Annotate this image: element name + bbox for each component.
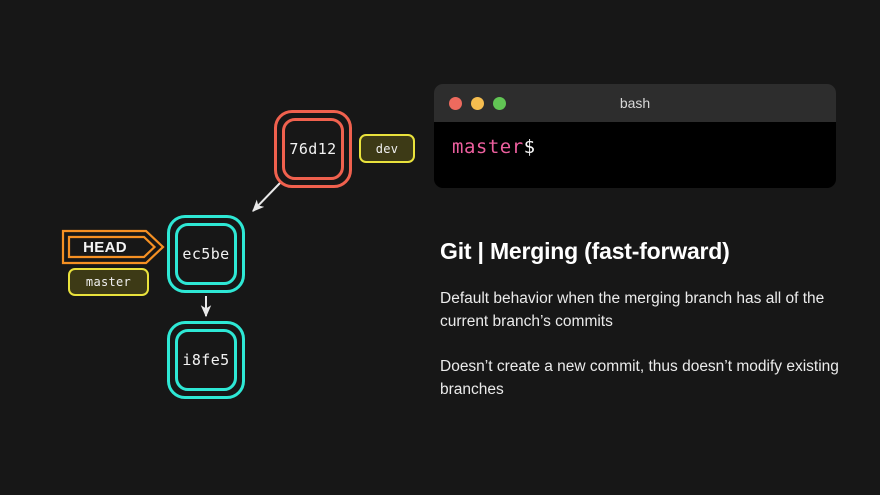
head-pointer-arrow-icon [61,229,165,265]
branch-tag-label: master [85,275,132,289]
commit-graph-connectors [200,182,281,318]
terminal-prompt-line: master$ [452,136,836,158]
maximize-button-icon[interactable] [493,96,506,110]
close-button-icon[interactable] [449,96,462,110]
head-pointer-label: HEAD [83,238,127,256]
commit-node-ec5be[interactable]: ec5be [167,215,245,293]
description-paragraph-2: Doesn’t create a new commit, thus doesn’… [440,358,839,398]
dev-to-head-arrow [252,182,281,212]
explanation-block: Git | Merging (fast-forward) Default beh… [440,238,840,401]
prompt-sigil: $ [523,136,536,158]
commit-hash-label: i8fe5 [182,351,230,369]
terminal-titlebar[interactable]: bash [434,84,836,122]
commit-node-i8fe5[interactable]: i8fe5 [167,321,245,399]
commit-node-inner: 76d12 [282,118,344,180]
branch-tag-master[interactable]: master [68,268,149,296]
prompt-branch-name: master [452,136,524,158]
commit-node-76d12[interactable]: 76d12 [274,110,352,188]
terminal-window[interactable]: bash master$ [434,84,836,188]
head-pointer[interactable]: HEAD [61,229,165,265]
commit-node-inner: i8fe5 [175,329,237,391]
branch-tag-dev[interactable]: dev [359,134,415,163]
window-controls [449,96,506,110]
commit-node-inner: ec5be [175,223,237,285]
page-title: Git | Merging (fast-forward) [440,238,730,264]
description-paragraph-1: Default behavior when the merging branch… [440,290,825,330]
commit-hash-label: 76d12 [289,140,337,158]
terminal-body[interactable]: master$ [434,122,836,188]
commit-hash-label: ec5be [182,245,230,263]
branch-tag-label: dev [375,141,399,156]
minimize-button-icon[interactable] [471,96,484,110]
